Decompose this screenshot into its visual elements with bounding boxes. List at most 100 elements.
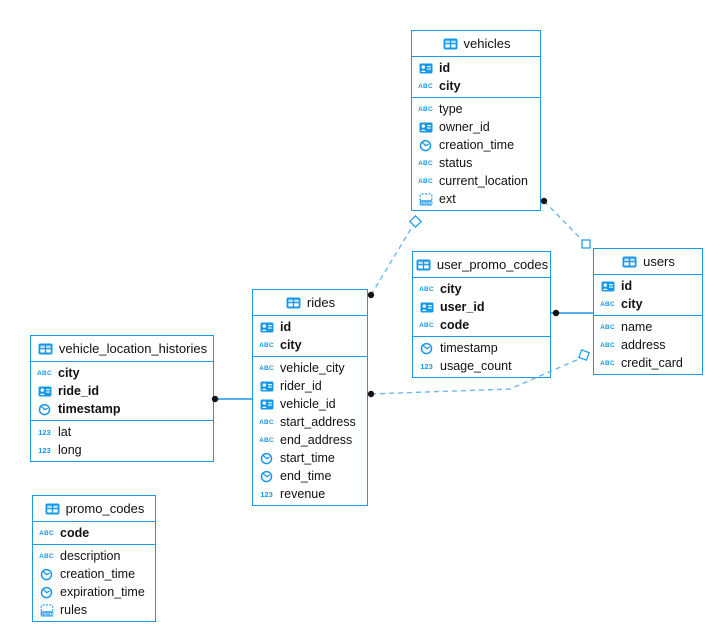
field-label: vehicle_city xyxy=(280,361,345,375)
field-row-vehicle_location_histories-ride_id[interactable]: ride_id xyxy=(31,382,213,400)
svg-text:JSON: JSON xyxy=(420,200,432,205)
id-icon xyxy=(417,122,434,133)
field-label: city xyxy=(439,79,461,93)
id-icon xyxy=(258,322,275,333)
field-row-vehicles-ext[interactable]: JSON ext xyxy=(412,190,540,208)
field-row-vehicles-id[interactable]: id xyxy=(412,59,540,77)
text-type-icon: ABC xyxy=(259,418,274,426)
field-row-vehicles-creation_time[interactable]: creation_time xyxy=(412,136,540,154)
table-title: user_promo_codes xyxy=(436,257,549,272)
field-row-users-name[interactable]: ABC name xyxy=(594,318,702,336)
field-row-promo_codes-creation_time[interactable]: creation_time xyxy=(33,565,155,583)
text-type-icon: ABC xyxy=(37,369,52,377)
table-header-vehicle_location_histories[interactable]: vehicle_location_histories xyxy=(31,336,213,362)
id-icon xyxy=(258,399,275,410)
text-type-icon: ABC xyxy=(600,359,615,367)
connection-rides-vehicles[interactable] xyxy=(370,226,413,296)
timestamp-type-icon xyxy=(417,139,434,152)
field-label: lat xyxy=(58,425,72,439)
field-label: rules xyxy=(60,603,88,617)
timestamp-type-icon xyxy=(418,342,435,355)
id-icon xyxy=(418,302,435,313)
svg-text:JSON: JSON xyxy=(41,611,53,616)
text-type-icon: ABC xyxy=(419,285,434,293)
connection-vehicles-users[interactable] xyxy=(543,200,583,241)
id-icon xyxy=(36,386,53,397)
field-row-vehicle_location_histories-timestamp[interactable]: timestamp xyxy=(31,400,213,418)
field-label: long xyxy=(58,443,82,457)
table-header-user_promo_codes[interactable]: user_promo_codes xyxy=(413,252,550,278)
number-type-icon: 123 xyxy=(38,445,51,455)
field-row-promo_codes-expiration_time[interactable]: expiration_time xyxy=(33,583,155,601)
field-row-user_promo_codes-city[interactable]: ABC city xyxy=(413,280,550,298)
field-row-vehicle_location_histories-long[interactable]: 123 long xyxy=(31,441,213,459)
connection-rides-users[interactable] xyxy=(370,358,580,395)
timestamp-type-icon xyxy=(258,470,275,483)
field-row-user_promo_codes-timestamp[interactable]: timestamp xyxy=(413,339,550,357)
json-type-icon: JSON xyxy=(38,603,55,617)
text-type-icon: ABC xyxy=(418,105,433,113)
field-row-rides-vehicle_id[interactable]: vehicle_id xyxy=(253,395,367,413)
table-icon xyxy=(442,38,459,50)
text-type-icon: ABC xyxy=(600,300,615,308)
field-label: ext xyxy=(439,192,456,206)
field-label: rider_id xyxy=(280,379,322,393)
table-header-rides[interactable]: rides xyxy=(253,290,367,316)
table-header-users[interactable]: users xyxy=(594,249,702,275)
table-title: vehicles xyxy=(463,36,511,51)
table-header-vehicles[interactable]: vehicles xyxy=(412,31,540,57)
table-title: promo_codes xyxy=(65,501,145,516)
field-label: ride_id xyxy=(58,384,99,398)
field-row-rides-end_time[interactable]: end_time xyxy=(253,467,367,485)
field-row-users-id[interactable]: id xyxy=(594,277,702,295)
number-type-icon: 123 xyxy=(420,361,433,371)
table-header-promo_codes[interactable]: promo_codes xyxy=(33,496,155,522)
field-row-rides-rider_id[interactable]: rider_id xyxy=(253,377,367,395)
timestamp-type-icon xyxy=(38,568,55,581)
field-label: name xyxy=(621,320,653,334)
timestamp-type-icon xyxy=(38,586,55,599)
field-label: id xyxy=(280,320,292,334)
text-type-icon: ABC xyxy=(600,323,615,331)
timestamp-type-icon xyxy=(36,403,53,416)
text-type-icon: ABC xyxy=(259,341,274,349)
field-row-rides-id[interactable]: id xyxy=(253,318,367,336)
text-type-icon: ABC xyxy=(39,529,54,537)
field-label: city xyxy=(440,282,462,296)
field-row-rides-start_time[interactable]: start_time xyxy=(253,449,367,467)
field-row-vehicles-owner_id[interactable]: owner_id xyxy=(412,118,540,136)
field-label: timestamp xyxy=(440,341,498,355)
text-type-icon: ABC xyxy=(418,159,433,167)
field-row-user_promo_codes-user_id[interactable]: user_id xyxy=(413,298,550,316)
field-row-promo_codes-rules[interactable]: JSON rules xyxy=(33,601,155,619)
field-label: description xyxy=(60,549,121,563)
